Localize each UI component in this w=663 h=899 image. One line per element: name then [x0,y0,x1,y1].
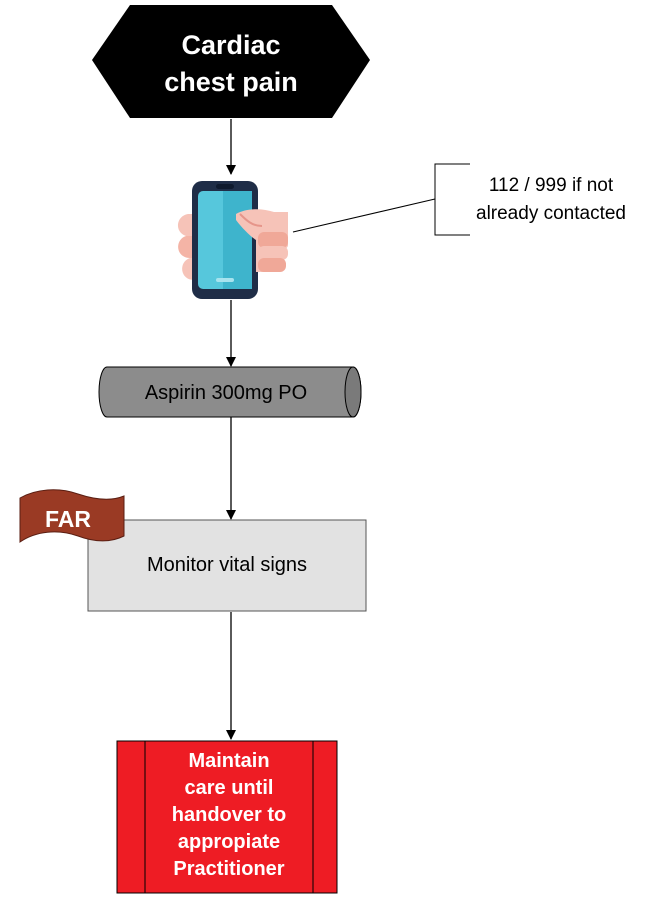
start-label-line1: Cardiac [181,30,280,60]
monitor-box [87,519,367,612]
callout-text-line2: already contacted [476,203,626,224]
callout-leader-line [292,198,436,233]
callout-annotation: 112 / 999 if not already contacted [434,163,626,236]
aspirin-cylinder-end [344,366,362,418]
far-flag-badge: FAR [19,489,125,543]
connectors [226,119,436,740]
callout-text-line1: 112 / 999 if not [489,175,614,196]
end-label-line: Practitioner [173,858,284,880]
start-hexagon-shape [92,5,370,118]
monitor-step: Monitor vital signs [87,519,367,612]
far-flag-label: FAR [45,506,91,532]
end-label-line: appropiate [178,831,280,853]
end-label-line: handover to [172,804,286,826]
end-box [116,740,338,894]
end-label-line: Maintain [188,750,269,772]
aspirin-step: Aspirin 300mg PO [98,366,362,418]
callout-bracket [434,163,470,236]
monitor-label: Monitor vital signs [147,554,307,576]
far-flag-shape [19,489,125,543]
mobile-phone-in-hand-icon [177,181,288,299]
end-label-line: care until [185,777,274,799]
start-terminator: Cardiac chest pain [92,5,370,118]
aspirin-label: Aspirin 300mg PO [145,382,307,404]
start-label-line2: chest pain [164,67,298,97]
end-process: Maintain care until handover to appropia… [116,740,338,894]
